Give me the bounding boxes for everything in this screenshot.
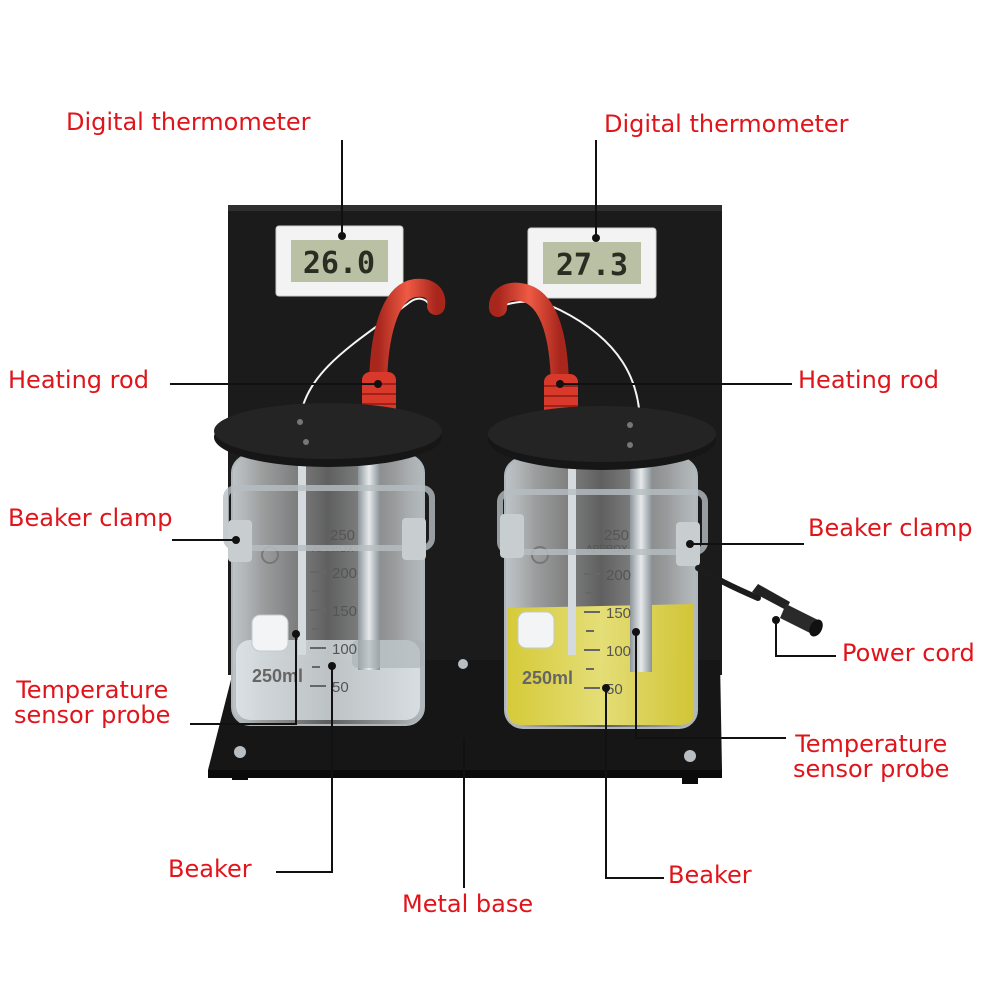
leader-dots	[232, 232, 780, 692]
label-temperature-sensor-probe-left: Temperature sensor probe	[14, 676, 171, 730]
beaker-right-mark-150: 150	[606, 605, 631, 622]
label-beaker-clamp-right: Beaker clamp	[808, 514, 973, 542]
thermometer-right: 27.3	[527, 227, 657, 299]
beaker-left-mark-200: 200	[332, 565, 357, 582]
beaker-clamp-left	[223, 485, 435, 551]
label-heating-rod-left: Heating rod	[8, 366, 149, 394]
label-beaker-clamp-left: Beaker clamp	[8, 504, 173, 532]
beaker-lid-left	[214, 403, 442, 467]
thermometer-right-reading: 27.3	[556, 248, 628, 283]
leader-lines	[170, 140, 836, 888]
power-cord	[695, 565, 823, 637]
beaker-left: 250 APPROX 200 150 100 50 250ml	[223, 440, 435, 726]
label-digital-thermometer-right: Digital thermometer	[604, 110, 849, 138]
beaker-lid-right	[488, 406, 716, 470]
beaker-left-capacity: 250ml	[252, 666, 303, 686]
beaker-right-mark-100: 100	[606, 643, 631, 660]
beaker-right: 250 APPROX 200 150 100 50 250ml	[497, 440, 708, 729]
beaker-left-mark-100: 100	[332, 641, 357, 658]
label-power-cord: Power cord	[842, 639, 975, 667]
label-beaker-left: Beaker	[168, 855, 252, 883]
beaker-left-mark-150: 150	[332, 603, 357, 620]
label-heating-rod-right: Heating rod	[798, 366, 939, 394]
beaker-right-graduations: 250 APPROX 200 150 100 50 250ml	[517, 527, 631, 698]
thermometer-left: 26.0	[275, 225, 404, 297]
beaker-right-capacity: 250ml	[522, 668, 573, 688]
thermometer-left-reading: 26.0	[303, 246, 375, 281]
label-metal-base: Metal base	[402, 890, 534, 918]
beaker-left-top-volume: 250	[330, 527, 355, 544]
beaker-right-mark-50: 50	[606, 681, 623, 698]
beaker-right-mark-200: 200	[606, 567, 631, 584]
beaker-right-top-volume: 250	[604, 527, 629, 544]
label-temperature-sensor-probe-right: Temperature sensor probe	[793, 730, 950, 784]
label-beaker-right: Beaker	[668, 861, 752, 889]
label-digital-thermometer-left: Digital thermometer	[66, 108, 311, 136]
beaker-left-mark-50: 50	[332, 679, 349, 696]
